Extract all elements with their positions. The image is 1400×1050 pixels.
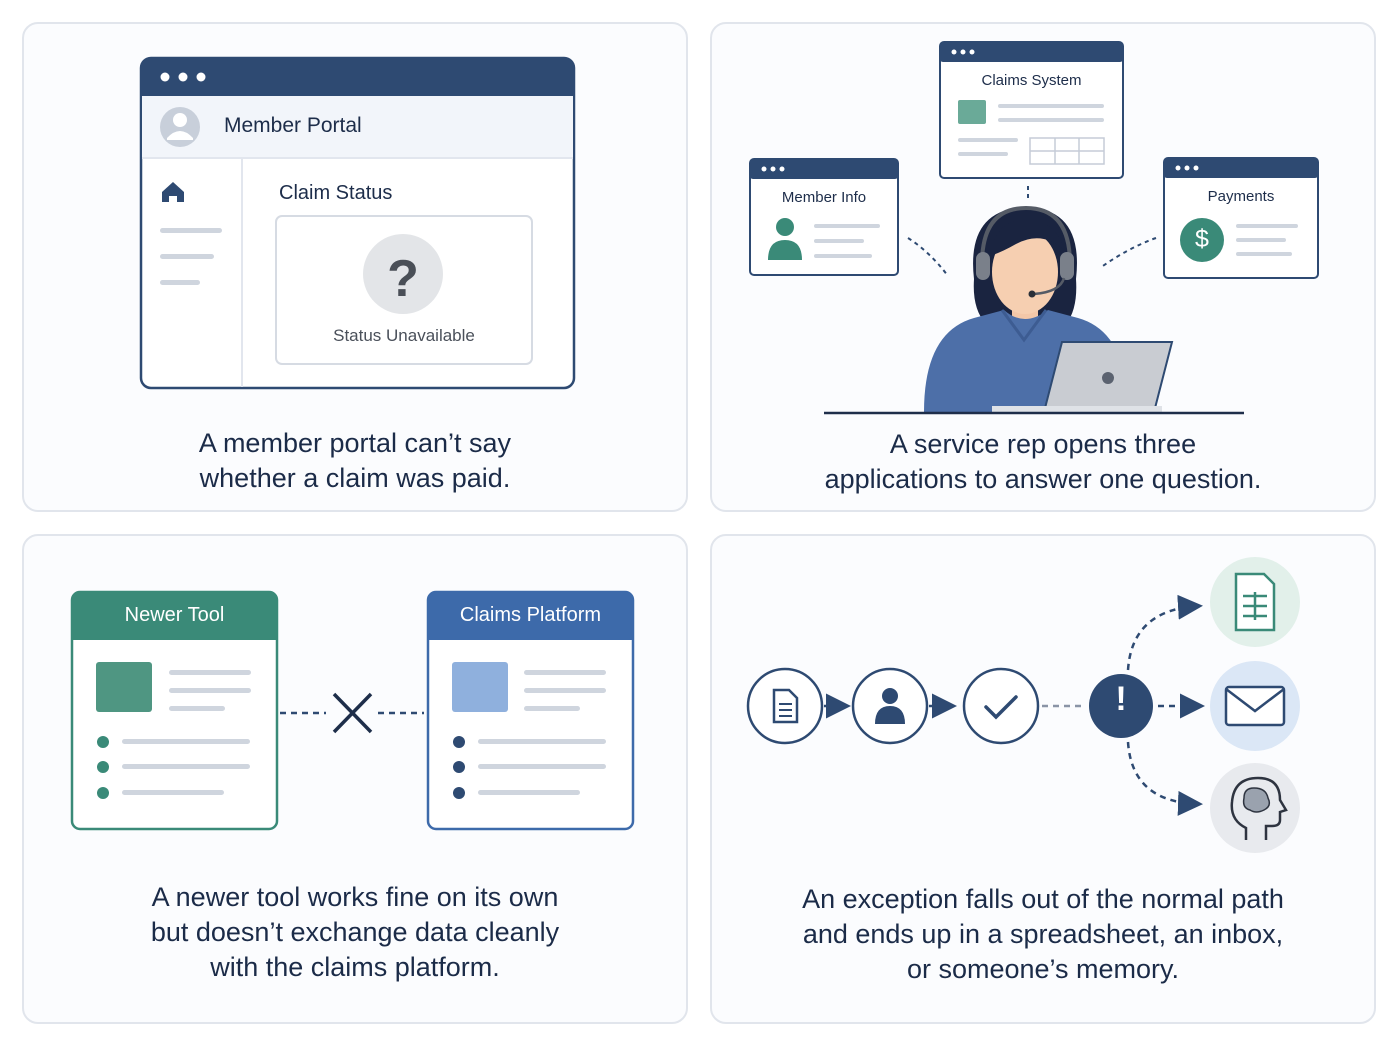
caption-line: or someone’s memory. <box>906 954 1180 984</box>
caption-line: A member portal can’t say <box>198 428 512 458</box>
envelope-icon <box>1210 661 1300 751</box>
person-icon <box>768 218 802 260</box>
caption-line: and ends up in a spreadsheet, an inbox, <box>802 919 1284 949</box>
claims-platform-window <box>426 590 635 831</box>
question-glyph: ? <box>387 250 419 308</box>
panel-member-portal: Member Portal Claim Status ? Status Unav… <box>22 22 688 512</box>
caption: A service rep opens three applications t… <box>712 427 1374 497</box>
agent-headset-icon <box>924 205 1128 412</box>
question-icon <box>363 234 443 314</box>
member-portal-window <box>139 56 576 390</box>
person-icon <box>851 667 929 745</box>
caption: A newer tool works fine on its own but d… <box>24 880 686 985</box>
brain-head-icon <box>1210 763 1300 853</box>
claims-system-title: Claims System <box>981 72 1082 89</box>
newer-tool-title: Newer Tool <box>124 604 225 626</box>
section-title: Claim Status <box>279 182 393 204</box>
member-info-title: Member Info <box>781 189 867 206</box>
member-info-window <box>749 158 899 276</box>
caption-line: whether a claim was paid. <box>199 463 511 493</box>
dollar-glyph: $ <box>1195 225 1209 253</box>
claims-system-window <box>939 41 1124 179</box>
caption-line: but doesn’t exchange data cleanly <box>150 917 560 947</box>
exception-flow-diagram <box>746 557 1300 853</box>
home-icon <box>162 182 184 202</box>
payments-title: Payments <box>1207 188 1275 205</box>
dollar-icon <box>1180 218 1224 262</box>
user-avatar-icon <box>160 107 200 147</box>
newer-tool-window <box>70 590 279 831</box>
caption-line: applications to answer one question. <box>824 464 1262 494</box>
window-title: Member Portal <box>224 114 362 137</box>
x-mark-icon <box>332 692 373 734</box>
caption-line: A service rep opens three <box>889 429 1197 459</box>
exception-glyph: ! <box>1115 680 1127 718</box>
caption-line: with the claims platform. <box>210 952 500 982</box>
check-icon <box>962 667 1040 745</box>
spreadsheet-icon <box>1210 557 1300 647</box>
caption-line: A newer tool works fine on its own <box>151 882 559 912</box>
status-text: Status Unavailable <box>333 326 475 345</box>
panel-exception-path: ! An exception falls out of the normal p… <box>710 534 1376 1024</box>
exception-node <box>1089 674 1153 738</box>
browser-dots-icon <box>160 72 206 82</box>
integration-diagram <box>70 590 635 831</box>
document-icon <box>746 667 824 745</box>
payments-window <box>1163 157 1319 279</box>
service-rep-illustration <box>749 41 1319 415</box>
caption-line: An exception falls out of the normal pat… <box>802 884 1284 914</box>
panel-integration-gap: Newer Tool Claims Platform A newer tool … <box>22 534 688 1024</box>
caption: A member portal can’t say whether a clai… <box>24 426 686 496</box>
caption: An exception falls out of the normal pat… <box>712 882 1374 987</box>
panel-service-rep: Claims System Member Info Payments $ A s… <box>710 22 1376 512</box>
claims-platform-title: Claims Platform <box>459 604 602 626</box>
